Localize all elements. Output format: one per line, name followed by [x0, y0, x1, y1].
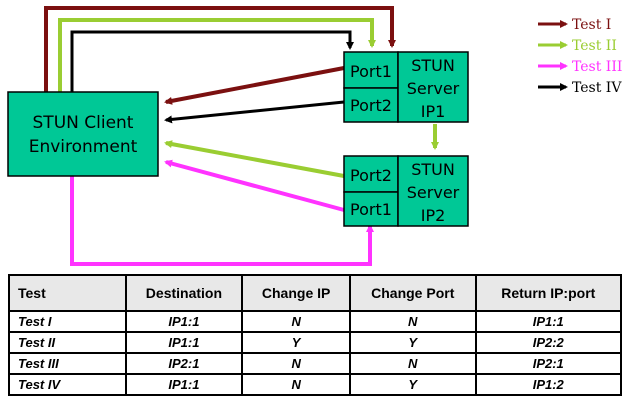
legend-item-test2: Test II	[538, 38, 617, 54]
legend-label-test2: Test II	[572, 38, 617, 54]
client-label-line2: Environment	[29, 137, 138, 157]
cell-destination: IP1:1	[124, 331, 244, 354]
server1-port2-label: Port2	[350, 96, 392, 115]
test3-response-arrow	[164, 159, 345, 212]
cell-test: Test I	[8, 310, 127, 333]
cell-destination: IP1:1	[124, 310, 244, 333]
cell-change-ip: Y	[241, 331, 351, 354]
cell-change-ip: N	[241, 373, 351, 396]
legend-label-test3: Test III	[572, 59, 622, 75]
server2-label-line2: Server	[407, 183, 460, 202]
cell-destination: IP2:1	[124, 352, 244, 375]
legend-label-test1: Test I	[572, 17, 611, 33]
table-row: Test I IP1:1 N N IP1:1	[8, 310, 623, 333]
cell-test: Test IV	[8, 373, 127, 396]
cell-return-ip-port: IP2:1	[474, 352, 623, 375]
cell-return-ip-port: IP1:1	[474, 310, 623, 333]
server1-label-line2: Server	[407, 79, 460, 98]
cell-test: Test III	[8, 352, 127, 375]
test2-request-arrow	[58, 18, 376, 92]
test3-request-arrow	[70, 176, 374, 266]
header-test: Test	[8, 274, 127, 312]
table-header-row: Test Destination Change IP Change Port R…	[8, 274, 623, 312]
stun-server2-box: Port2 Port1 STUN Server IP2	[343, 155, 469, 227]
cell-destination: IP1:1	[124, 373, 244, 396]
header-destination: Destination	[124, 274, 244, 312]
legend-label-test4: Test IV	[572, 80, 622, 96]
legend: Test I Test II Test III Test IV	[538, 17, 622, 96]
cell-change-port: N	[348, 352, 477, 375]
table-row: Test IV IP1:1 N Y IP1:2	[8, 373, 623, 396]
server2-port1-label: Port1	[350, 200, 392, 219]
header-return-ip-port: Return IP:port	[474, 274, 623, 312]
cell-return-ip-port: IP2:2	[474, 331, 623, 354]
cell-change-port: Y	[348, 331, 477, 354]
stun-server1-box: Port1 Port2 STUN Server IP1	[343, 51, 469, 123]
header-change-port: Change Port	[348, 274, 477, 312]
cell-test: Test II	[8, 331, 127, 354]
cell-change-ip: N	[241, 310, 351, 333]
test1-response-arrow	[164, 66, 345, 105]
test2-response-arrow	[164, 140, 345, 178]
server2-port2-label: Port2	[350, 166, 392, 185]
legend-item-test4: Test IV	[538, 80, 622, 96]
server1-label-line3: IP1	[421, 102, 446, 121]
server1-label-line1: STUN	[411, 56, 455, 75]
client-label-line1: STUN Client	[33, 113, 134, 133]
server2-label-line3: IP2	[421, 206, 446, 225]
legend-item-test1: Test I	[538, 17, 611, 33]
server1-port1-label: Port1	[350, 62, 392, 81]
table-row: Test III IP2:1 N N IP2:1	[8, 352, 623, 375]
cell-change-ip: N	[241, 352, 351, 375]
stun-diagram: STUN Client Environment Port1 Port2 STUN…	[7, 6, 622, 266]
header-change-ip: Change IP	[241, 274, 351, 312]
legend-item-test3: Test III	[538, 59, 622, 75]
stun-client-box: STUN Client Environment	[7, 91, 159, 177]
server2-label-line1: STUN	[411, 160, 455, 179]
cell-change-port: N	[348, 310, 477, 333]
table-row: Test II IP1:1 Y Y IP2:2	[8, 331, 623, 354]
cell-return-ip-port: IP1:2	[474, 373, 623, 396]
stun-test-table: Test Destination Change IP Change Port R…	[8, 274, 623, 396]
cell-change-port: Y	[348, 373, 477, 396]
test4-response-arrow	[164, 100, 345, 124]
test4-request-arrow	[70, 30, 354, 92]
test1-request-arrow	[44, 6, 396, 92]
